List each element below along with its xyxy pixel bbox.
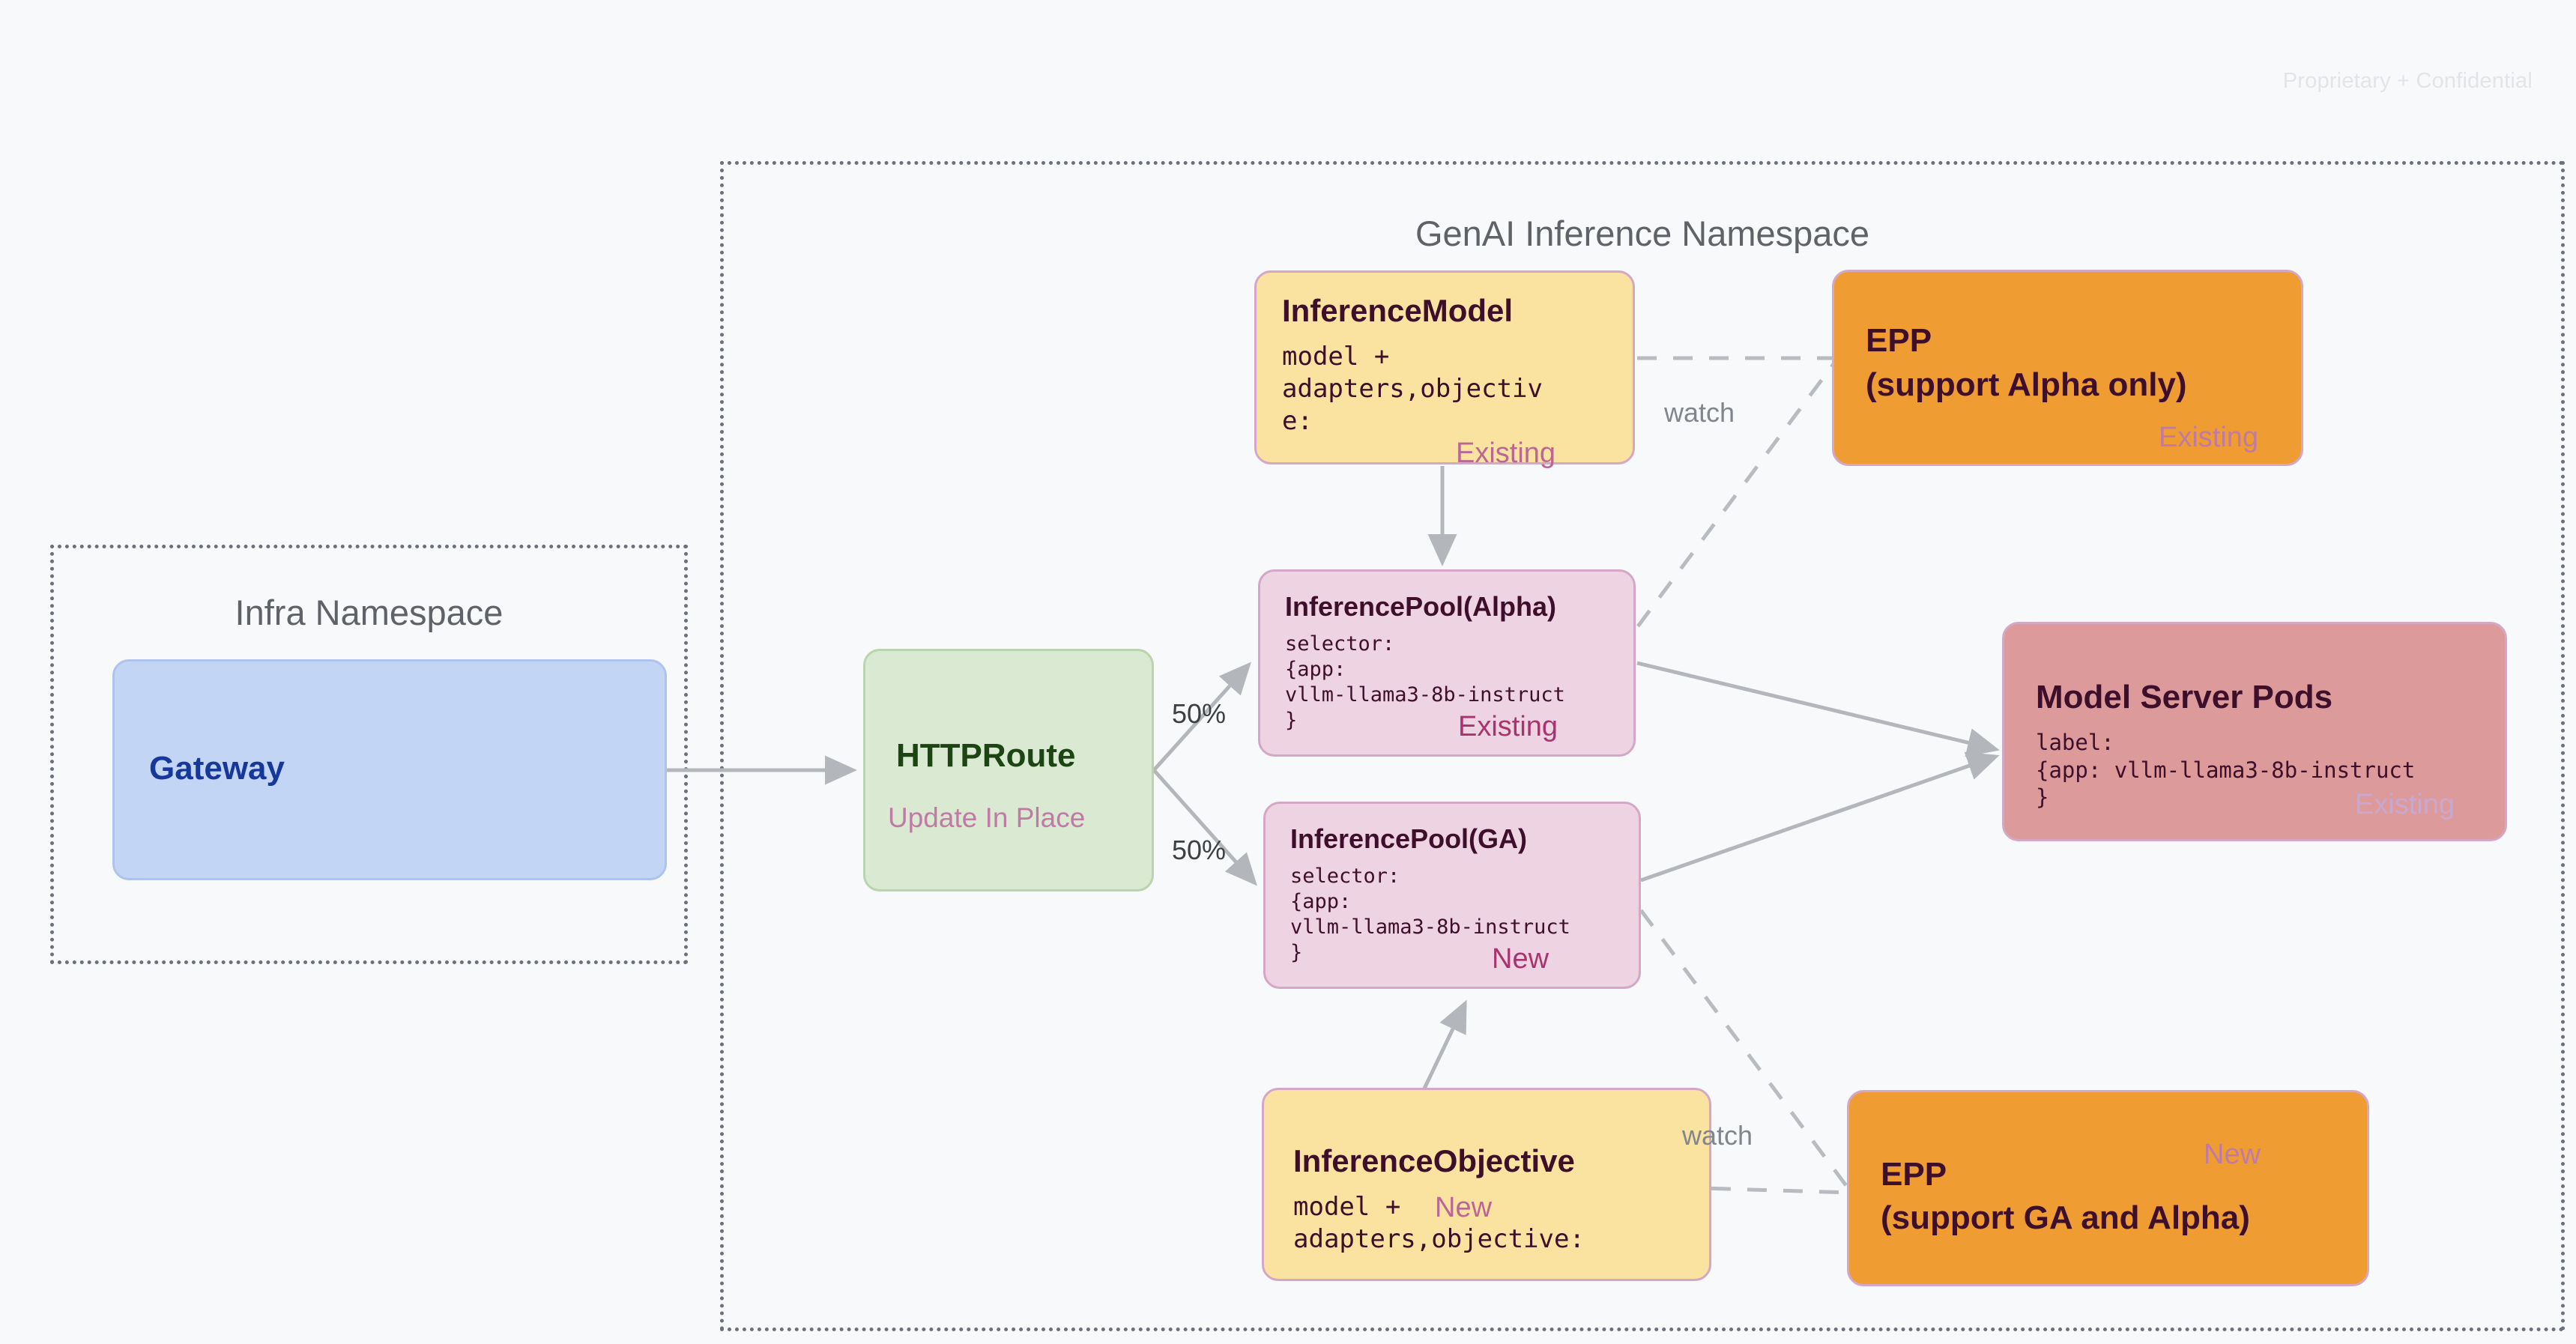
edge-label-watch-bottom: watch [1682, 1120, 1753, 1151]
confidentiality-watermark: Proprietary + Confidential [2282, 69, 2533, 93]
node-epp-ga-title-line1: EPP [1881, 1156, 1947, 1193]
namespace-infra: Infra Namespace [50, 545, 688, 964]
node-inference-objective-title: InferenceObjective [1293, 1143, 1575, 1178]
node-epp-alpha-tag: Existing [2159, 422, 2259, 453]
node-inference-pool-ga-tag: New [1492, 943, 1549, 975]
node-inference-objective[interactable]: InferenceObjective model + adapters,obje… [1262, 1088, 1711, 1281]
node-inference-objective-body: model + adapters,objective: [1293, 1192, 1585, 1254]
node-inference-model-tag: Existing [1456, 438, 1556, 469]
node-inference-model-body: model + adapters,objectiv e: [1282, 342, 1543, 436]
node-model-server-pods-tag: Existing [2355, 789, 2455, 820]
node-inference-model-title: InferenceModel [1282, 293, 1514, 328]
node-model-server-pods-title: Model Server Pods [2036, 679, 2333, 715]
edge-label-watch-top: watch [1664, 397, 1735, 428]
node-httproute-title: HTTPRoute [896, 737, 1076, 774]
node-epp-alpha[interactable]: EPP (support Alpha only) Existing [1832, 270, 2303, 466]
node-epp-alpha-title-line1: EPP [1866, 322, 1932, 359]
node-inference-model[interactable]: InferenceModel model + adapters,objectiv… [1254, 270, 1635, 469]
node-epp-alpha-title-line2: (support Alpha only) [1866, 366, 2187, 403]
node-gateway-title: Gateway [149, 750, 285, 787]
namespace-genai-title: GenAI Inference Namespace [1415, 214, 1870, 253]
node-inference-pool-ga[interactable]: InferencePool(GA) selector: {app: vllm-l… [1263, 802, 1641, 989]
node-model-server-pods[interactable]: Model Server Pods label: {app: vllm-llam… [2002, 622, 2507, 841]
node-inference-pool-alpha[interactable]: InferencePool(Alpha) selector: {app: vll… [1258, 569, 1636, 757]
node-epp-ga[interactable]: EPP (support GA and Alpha) New [1847, 1090, 2369, 1286]
edge-label-split-bottom: 50% [1172, 835, 1227, 865]
node-httproute[interactable]: HTTPRoute Update In Place [863, 649, 1154, 892]
node-gateway[interactable]: Gateway [112, 659, 667, 880]
edge-label-split-top: 50% [1172, 698, 1227, 729]
node-model-server-pods-body: label: {app: vllm-llama3-8b-instruct } [2036, 730, 2416, 811]
node-inference-pool-ga-title: InferencePool(GA) [1290, 823, 1528, 854]
namespace-infra-title: Infra Namespace [235, 593, 504, 632]
node-epp-ga-tag: New [2204, 1139, 2261, 1170]
node-httproute-tag: Update In Place [888, 802, 1086, 833]
node-inference-pool-alpha-body: selector: {app: vllm-llama3-8b-instruct … [1285, 632, 1565, 733]
namespace-genai: GenAI Inference Namespace [720, 161, 2565, 1331]
node-epp-ga-title-line2: (support GA and Alpha) [1881, 1199, 2250, 1236]
node-inference-objective-tag: New [1435, 1192, 1493, 1223]
node-inference-pool-ga-body: selector: {app: vllm-llama3-8b-instruct … [1290, 865, 1570, 965]
node-inference-pool-alpha-title: InferencePool(Alpha) [1285, 591, 1557, 622]
node-inference-pool-alpha-tag: Existing [1458, 711, 1558, 742]
